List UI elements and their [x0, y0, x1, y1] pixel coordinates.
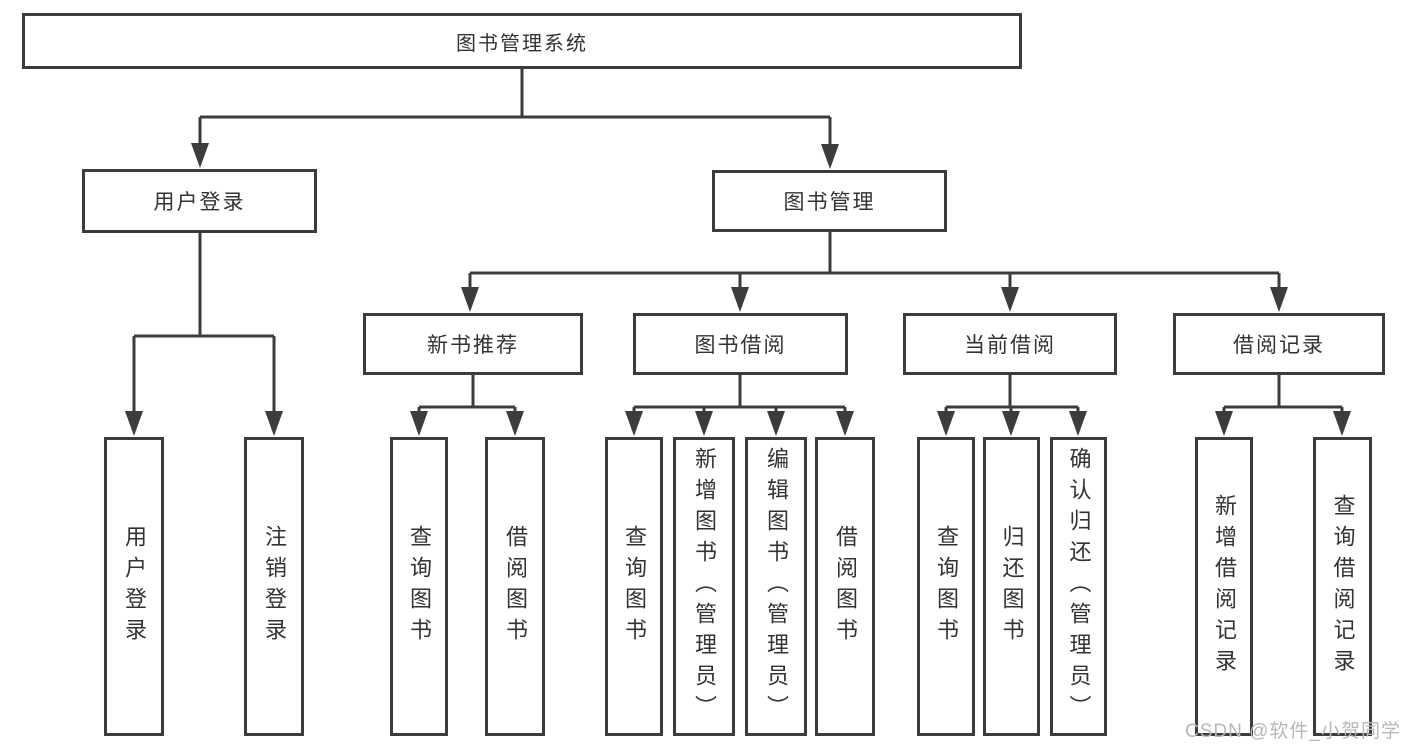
node-root-system: 图书管理系统	[22, 13, 1022, 69]
node-book-management-branch: 图书管理	[712, 170, 947, 232]
node-book-borrow-label: 图书借阅	[694, 334, 787, 357]
node-root-label: 图书管理系统	[456, 32, 588, 55]
leaf-recommend-borrow-books-label: 借阅图书	[503, 524, 528, 649]
leaf-add-borrow-record: 新增借阅记录	[1195, 437, 1253, 736]
node-new-book-recommend-label: 新书推荐	[427, 334, 519, 357]
leaf-logout: 注销登录	[244, 437, 304, 736]
leaf-query-borrow-record-label: 查询借阅记录	[1330, 493, 1356, 680]
node-user-login-branch: 用户登录	[82, 169, 317, 233]
csdn-watermark: CSDN @软件_小贺同学	[1185, 721, 1401, 742]
leaf-current-query-books-label: 查询图书	[934, 524, 959, 649]
leaf-current-query-books: 查询图书	[917, 437, 975, 736]
leaf-logout-label: 注销登录	[262, 524, 287, 649]
node-current-borrow-label: 当前借阅	[964, 334, 1056, 357]
node-user-login-branch-label: 用户登录	[153, 191, 246, 214]
leaf-confirm-return-admin-label: 确认归还（管理员）	[1066, 447, 1092, 726]
leaf-recommend-query-books-label: 查询图书	[407, 524, 432, 649]
leaf-query-borrow-record: 查询借阅记录	[1313, 437, 1372, 736]
node-new-book-recommend: 新书推荐	[363, 313, 583, 375]
leaf-return-books-label: 归还图书	[999, 524, 1025, 649]
leaf-borrow-query-books: 查询图书	[605, 437, 663, 736]
leaf-edit-books-admin-label: 编辑图书（管理员）	[764, 447, 789, 726]
leaf-borrow-query-books-label: 查询图书	[622, 524, 647, 649]
leaf-user-login: 用户登录	[104, 437, 164, 736]
leaf-borrow-books: 借阅图书	[815, 437, 875, 736]
leaf-return-books: 归还图书	[983, 437, 1040, 736]
leaf-edit-books-admin: 编辑图书（管理员）	[745, 437, 807, 736]
node-book-borrow: 图书借阅	[633, 313, 848, 375]
node-borrow-records-label: 借阅记录	[1233, 334, 1325, 357]
leaf-recommend-query-books: 查询图书	[390, 437, 448, 736]
leaf-recommend-borrow-books: 借阅图书	[485, 437, 545, 736]
leaf-add-books-admin-label: 新增图书（管理员）	[692, 447, 717, 726]
leaf-borrow-books-label: 借阅图书	[833, 524, 858, 649]
leaf-confirm-return-admin: 确认归还（管理员）	[1050, 437, 1107, 736]
leaf-user-login-label: 用户登录	[122, 524, 147, 649]
leaf-add-borrow-record-label: 新增借阅记录	[1212, 493, 1237, 680]
node-book-management-branch-label: 图书管理	[783, 191, 876, 214]
node-borrow-records: 借阅记录	[1173, 313, 1385, 375]
node-current-borrow: 当前借阅	[903, 313, 1117, 375]
arrowheads	[125, 143, 1351, 436]
leaf-add-books-admin: 新增图书（管理员）	[673, 437, 735, 736]
